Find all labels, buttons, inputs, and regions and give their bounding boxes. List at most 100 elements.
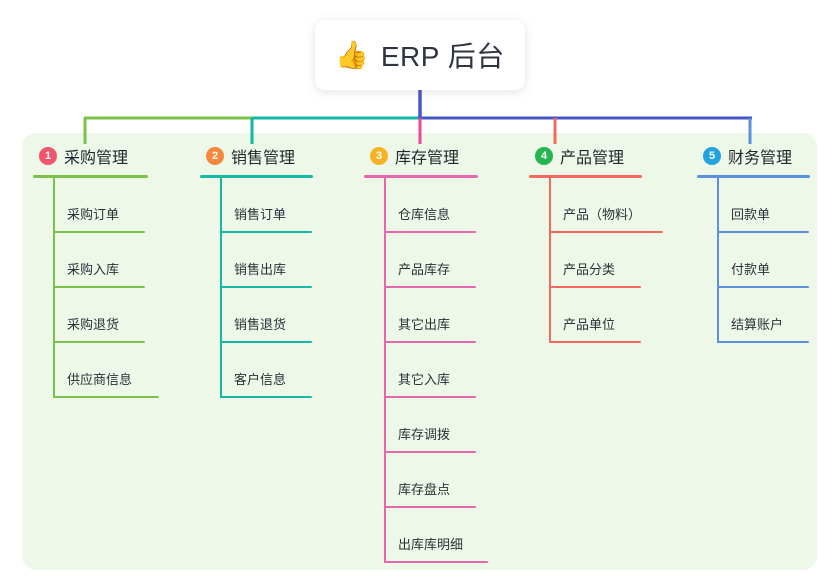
column-spine [384, 178, 386, 563]
column-items: 销售订单销售出库销售退货客户信息 [200, 178, 313, 398]
column-spine [549, 178, 551, 343]
leaf-node[interactable]: 客户信息 [200, 343, 313, 398]
column-items: 仓库信息产品库存其它出库其它入库库存调拨库存盘点出库库明细 [364, 178, 488, 563]
leaf-underline [384, 396, 476, 398]
leaf-node[interactable]: 结算账户 [697, 288, 810, 343]
leaf-underline [53, 286, 145, 288]
leaf-label: 销售退货 [234, 317, 287, 332]
leaf-node[interactable]: 出库库明细 [364, 508, 488, 563]
leaf-label: 回款单 [731, 207, 771, 222]
leaf-underline [384, 231, 476, 233]
leaf-underline [384, 506, 476, 508]
root-title: ERP 后台 [380, 41, 505, 72]
column-underline [33, 175, 148, 178]
leaf-node[interactable]: 产品分类 [529, 233, 642, 288]
leaf-label: 结算账户 [731, 317, 784, 332]
column-title: 库存管理 [395, 150, 460, 167]
leaf-underline [717, 286, 809, 288]
column-index-badge: 4 [535, 147, 553, 165]
leaf-node[interactable]: 销售退货 [200, 288, 313, 343]
column-库存管理: 3 库存管理仓库信息产品库存其它出库其它入库库存调拨库存盘点出库库明细 [364, 143, 488, 563]
leaf-underline [384, 561, 488, 563]
leaf-label: 库存盘点 [398, 482, 451, 497]
diagram-panel [22, 133, 817, 570]
column-销售管理: 2 销售管理销售订单销售出库销售退货客户信息 [200, 143, 313, 398]
leaf-label: 产品分类 [563, 262, 616, 277]
column-title: 财务管理 [728, 150, 793, 167]
leaf-label: 其它入库 [398, 372, 451, 387]
leaf-label: 库存调拨 [398, 427, 451, 442]
leaf-underline [717, 341, 809, 343]
leaf-node[interactable]: 采购入库 [33, 233, 148, 288]
leaf-underline [220, 396, 312, 398]
column-title: 产品管理 [560, 150, 625, 167]
leaf-underline [384, 451, 476, 453]
leaf-label: 销售订单 [234, 207, 287, 222]
leaf-underline [53, 231, 145, 233]
leaf-node[interactable]: 采购订单 [33, 178, 148, 233]
leaf-node[interactable]: 库存调拨 [364, 398, 478, 453]
leaf-label: 供应商信息 [67, 372, 133, 387]
column-underline [697, 175, 810, 178]
column-header[interactable]: 5 财务管理 [697, 143, 810, 169]
column-title: 采购管理 [64, 150, 129, 167]
leaf-label: 付款单 [731, 262, 771, 277]
leaf-underline [549, 286, 641, 288]
root-node[interactable]: 👍 ERP 后台 [315, 20, 525, 90]
column-items: 回款单付款单结算账户 [697, 178, 810, 343]
column-underline [529, 175, 642, 178]
leaf-node[interactable]: 产品（物料） [529, 178, 663, 233]
column-spine [220, 178, 222, 398]
leaf-node[interactable]: 产品单位 [529, 288, 642, 343]
column-spine [53, 178, 55, 398]
leaf-node[interactable]: 回款单 [697, 178, 810, 233]
leaf-node[interactable]: 仓库信息 [364, 178, 478, 233]
leaf-underline [53, 396, 159, 398]
thumbs-up-icon: 👍 [335, 39, 369, 70]
leaf-underline [220, 231, 312, 233]
column-index-badge: 2 [206, 147, 224, 165]
leaf-node[interactable]: 库存盘点 [364, 453, 478, 508]
column-title: 销售管理 [231, 150, 296, 167]
leaf-underline [717, 231, 809, 233]
leaf-label: 采购退货 [67, 317, 120, 332]
column-index-badge: 3 [370, 147, 388, 165]
leaf-node[interactable]: 其它入库 [364, 343, 478, 398]
leaf-node[interactable]: 采购退货 [33, 288, 148, 343]
column-items: 采购订单采购入库采购退货供应商信息 [33, 178, 159, 398]
leaf-label: 销售出库 [234, 262, 287, 277]
leaf-label: 产品（物料） [563, 207, 642, 222]
column-header[interactable]: 4 产品管理 [529, 143, 642, 169]
column-items: 产品（物料） 产品分类产品单位 [529, 178, 663, 343]
leaf-underline [220, 286, 312, 288]
leaf-label: 其它出库 [398, 317, 451, 332]
column-header[interactable]: 2 销售管理 [200, 143, 313, 169]
column-underline [200, 175, 313, 178]
leaf-node[interactable]: 销售订单 [200, 178, 313, 233]
leaf-node[interactable]: 其它出库 [364, 288, 478, 343]
leaf-label: 产品单位 [563, 317, 616, 332]
leaf-node[interactable]: 付款单 [697, 233, 810, 288]
leaf-label: 仓库信息 [398, 207, 451, 222]
column-产品管理: 4 产品管理产品（物料） 产品分类产品单位 [529, 143, 663, 343]
leaf-label: 出库库明细 [398, 537, 464, 552]
column-header[interactable]: 3 库存管理 [364, 143, 478, 169]
leaf-label: 采购订单 [67, 207, 120, 222]
leaf-node[interactable]: 产品库存 [364, 233, 478, 288]
leaf-underline [384, 286, 476, 288]
leaf-label: 采购入库 [67, 262, 120, 277]
leaf-label: 产品库存 [398, 262, 451, 277]
leaf-underline [549, 341, 641, 343]
leaf-underline [549, 231, 663, 233]
leaf-underline [220, 341, 312, 343]
leaf-node[interactable]: 销售出库 [200, 233, 313, 288]
column-spine [717, 178, 719, 343]
leaf-node[interactable]: 供应商信息 [33, 343, 159, 398]
column-underline [364, 175, 478, 178]
column-财务管理: 5 财务管理回款单付款单结算账户 [697, 143, 810, 343]
column-index-badge: 5 [703, 147, 721, 165]
